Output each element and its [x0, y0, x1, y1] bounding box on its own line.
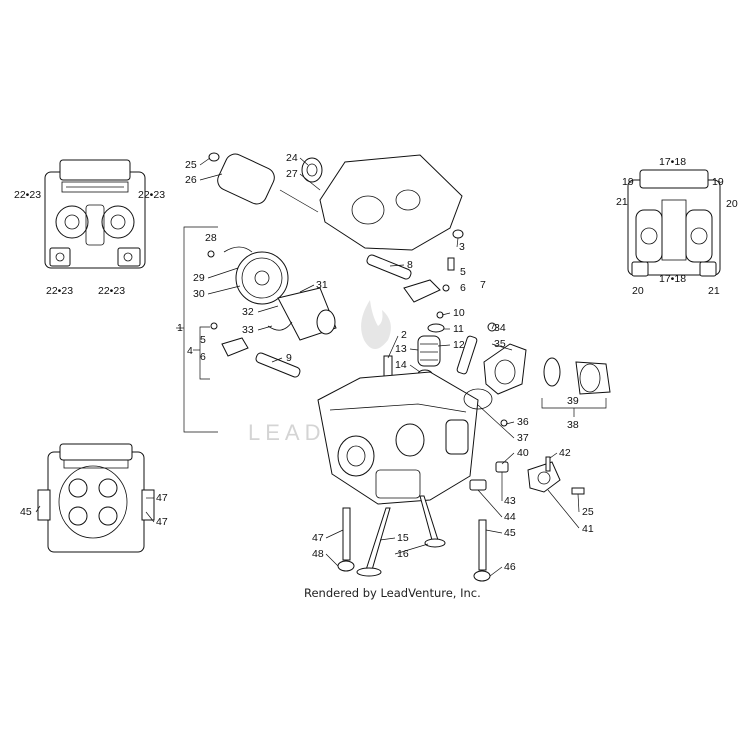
inset-head-top-right [627, 169, 721, 277]
callout-36: 36 [517, 416, 529, 428]
callout-19-left: 19 [622, 176, 634, 188]
thermostat-sensor [469, 456, 585, 495]
rocker-valve-parts [366, 254, 455, 379]
leader-lines [35, 157, 580, 577]
callout-8: 8 [407, 259, 413, 271]
group-1-bracket [176, 226, 218, 433]
callout-45-left: 45 [20, 506, 32, 518]
cylinder-head-main [317, 371, 479, 505]
callout-22-23-top-right: 22•23 [138, 189, 165, 201]
callout-21-top: 21 [616, 196, 628, 208]
callout-26: 26 [185, 174, 197, 186]
callout-2: 2 [401, 329, 407, 341]
callout-29: 29 [193, 272, 205, 284]
callout-20-right: 20 [726, 198, 738, 210]
callout-33: 33 [242, 324, 254, 336]
callout-35: 35 [494, 338, 506, 350]
callout-14: 14 [395, 359, 407, 371]
inset-head-bottom [37, 443, 155, 553]
callout-47-inset-top: 47 [156, 492, 168, 504]
callout-22-23-bottom-right: 22•23 [98, 285, 125, 297]
callout-42: 42 [559, 447, 571, 459]
callout-3: 3 [459, 241, 465, 253]
inset-head-top-left [44, 159, 146, 269]
callout-47-inset-bottom: 47 [156, 516, 168, 528]
callout-30: 30 [193, 288, 205, 300]
callout-22-23-top-left: 22•23 [14, 189, 41, 201]
callout-25-top: 25 [185, 159, 197, 171]
callout-1: 1 [177, 322, 183, 334]
callout-12: 12 [453, 339, 465, 351]
callout-44: 44 [504, 511, 516, 523]
callout-20-bottom: 20 [632, 285, 644, 297]
callout-16: 16 [397, 548, 409, 560]
callout-10: 10 [453, 307, 465, 319]
callout-5-left: 5 [200, 334, 206, 346]
callout-40: 40 [517, 447, 529, 459]
callout-27: 27 [286, 168, 298, 180]
callout-22-23-bottom-left: 22•23 [46, 285, 73, 297]
callout-labels: 1 2 3 4 5 5 6 6 7 8 9 10 11 12 13 14 15 … [14, 152, 738, 573]
callout-28: 28 [205, 232, 217, 244]
callout-43: 43 [504, 495, 516, 507]
callout-21-bottom: 21 [708, 285, 720, 297]
callout-32: 32 [242, 306, 254, 318]
callout-17-18-bottom: 17•18 [659, 273, 686, 285]
camshaft-gear [207, 246, 337, 378]
callout-5-right: 5 [460, 266, 466, 278]
cam-cover-assembly [208, 152, 464, 251]
callout-46: 46 [504, 561, 516, 573]
callout-6-right: 6 [460, 282, 466, 294]
render-credit: Rendered by LeadVenture, Inc. [304, 586, 481, 600]
callout-41: 41 [582, 523, 594, 535]
callout-4: 4 [187, 345, 193, 357]
callout-34: 34 [494, 322, 506, 334]
callout-39: 39 [567, 395, 579, 407]
callout-25-right: 25 [582, 506, 594, 518]
callout-31: 31 [316, 279, 328, 291]
callout-13: 13 [395, 343, 407, 355]
callout-6-left: 6 [200, 351, 206, 363]
callout-9: 9 [286, 352, 292, 364]
valves-studs [337, 495, 491, 582]
callout-45-right: 45 [504, 527, 516, 539]
callout-48: 48 [312, 548, 324, 560]
callout-17-18-top: 17•18 [659, 156, 686, 168]
callout-7: 7 [480, 279, 486, 291]
callout-15: 15 [397, 532, 409, 544]
callout-24: 24 [286, 152, 298, 164]
callout-37: 37 [517, 432, 529, 444]
intake-spark-parts [456, 322, 611, 427]
callout-38: 38 [567, 419, 579, 431]
callout-19-right: 19 [712, 176, 724, 188]
callout-11: 11 [453, 323, 464, 335]
callout-47-main: 47 [312, 532, 324, 544]
